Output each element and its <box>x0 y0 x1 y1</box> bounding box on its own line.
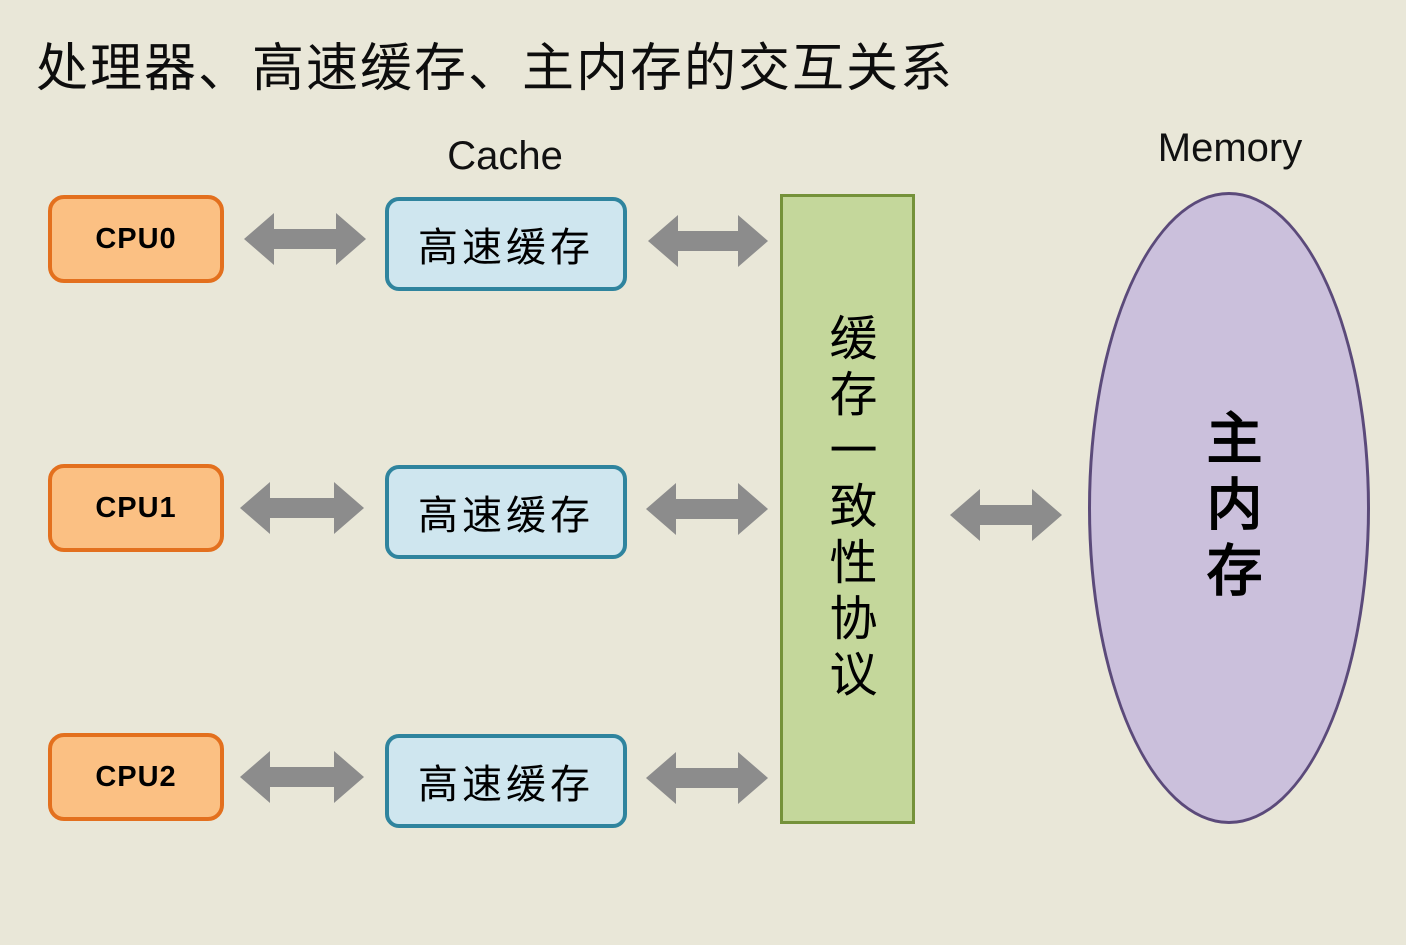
coherence-protocol-label: 缓存一致性协议 <box>821 313 875 705</box>
arrow-cache2-coherence-icon <box>646 752 768 804</box>
arrow-shaft <box>268 767 336 787</box>
cache2-label: 高速缓存 <box>418 762 594 807</box>
cpu0-box: CPU0 <box>48 195 224 283</box>
coherence-protocol-bar: 缓存一致性协议 <box>780 194 915 824</box>
arrow-head-right-icon <box>738 215 768 267</box>
arrow-coherence-memory-icon <box>950 489 1062 541</box>
cache1-label: 高速缓存 <box>418 493 594 538</box>
arrow-head-right-icon <box>336 213 366 265</box>
cpu1-label: CPU1 <box>95 491 177 524</box>
cpu2-label: CPU2 <box>95 760 177 793</box>
arrow-shaft <box>272 229 338 249</box>
arrow-head-right-icon <box>1032 489 1062 541</box>
arrow-head-left-icon <box>240 751 270 803</box>
cache2-box: 高速缓存 <box>385 734 627 828</box>
arrow-head-left-icon <box>240 482 270 534</box>
cache1-box: 高速缓存 <box>385 465 627 559</box>
memory-column-label: Memory <box>1157 126 1303 170</box>
arrow-cpu2-cache-icon <box>240 751 364 803</box>
arrow-head-left-icon <box>648 215 678 267</box>
arrow-head-right-icon <box>334 751 364 803</box>
arrow-cache1-coherence-icon <box>646 483 768 535</box>
arrow-head-left-icon <box>950 489 980 541</box>
main-memory-ellipse: 主内存 <box>1088 192 1370 824</box>
arrow-head-right-icon <box>738 483 768 535</box>
arrow-shaft <box>676 231 740 251</box>
arrow-shaft <box>978 505 1034 525</box>
cpu1-box: CPU1 <box>48 464 224 552</box>
arrow-head-right-icon <box>334 482 364 534</box>
arrow-head-right-icon <box>738 752 768 804</box>
arrow-head-left-icon <box>244 213 274 265</box>
cpu0-label: CPU0 <box>95 222 177 255</box>
arrow-head-left-icon <box>646 752 676 804</box>
main-memory-label: 主内存 <box>1198 409 1260 607</box>
arrow-shaft <box>268 498 336 518</box>
cache0-box: 高速缓存 <box>385 197 627 291</box>
arrow-head-left-icon <box>646 483 676 535</box>
arrow-shaft <box>674 499 740 519</box>
diagram-title: 处理器、高速缓存、主内存的交互关系 <box>36 41 955 98</box>
arrow-shaft <box>674 768 740 788</box>
arrow-cache0-coherence-icon <box>648 215 768 267</box>
arrow-cpu0-cache-icon <box>244 213 366 265</box>
cpu2-box: CPU2 <box>48 733 224 821</box>
cache-column-label: Cache <box>447 134 563 178</box>
cache0-label: 高速缓存 <box>418 225 594 270</box>
arrow-cpu1-cache-icon <box>240 482 364 534</box>
